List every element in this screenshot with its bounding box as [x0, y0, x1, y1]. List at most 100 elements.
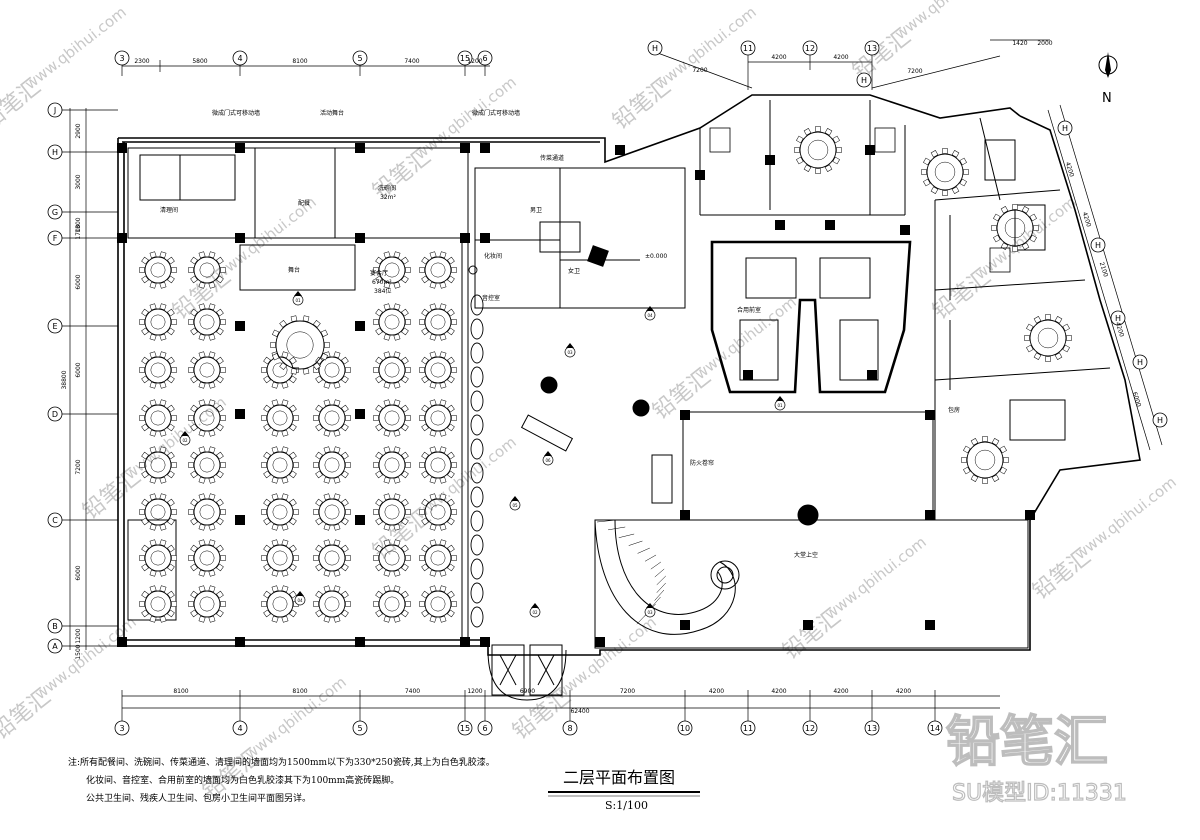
left-axis-bubble: D: [47, 406, 63, 422]
banquet-table: [261, 539, 299, 577]
note-line-1: 注:所有配餐间、洗碗间、传菜通道、清理间的墙面均为1500mm以下为330*25…: [68, 756, 495, 768]
banquet-table: [419, 539, 457, 577]
watermark-url: www.qbihui.com: [1071, 473, 1179, 563]
column: [680, 410, 690, 420]
label-pantry: 配餐: [298, 199, 310, 207]
banquet-table: [373, 351, 411, 389]
note-line-3: 公共卫生间、残疾人卫生间、包房小卫生间平面图另详。: [86, 792, 311, 804]
banquet-table: [373, 539, 411, 577]
bottom-axis-bubble: 5: [352, 720, 368, 736]
top-axis-bubble-text: 4: [237, 54, 242, 63]
column: [695, 170, 705, 180]
bottom-dimension: 4200: [709, 688, 724, 695]
watermark-brand: 铅笔汇: [368, 144, 435, 204]
left-axis-bubble: E: [47, 318, 63, 334]
label-men-wc: 男卫: [530, 207, 542, 214]
column: [117, 143, 127, 153]
label-private-room: 包房: [948, 406, 960, 414]
banquet-table: [313, 539, 351, 577]
label-stage-movable: 活动舞台: [320, 109, 344, 117]
room-labels: 微成门式可移动墙 活动舞台 微成门式可移动墙 配餐 洗碗间 32m² 传菜通道 …: [160, 109, 960, 559]
top-axis-bubble: 5: [352, 50, 368, 66]
top-right-axis-bubble: 11: [740, 40, 756, 56]
bottom-dimension-chain: [122, 695, 1000, 709]
banquet-table: [261, 399, 299, 437]
structural-columns: [117, 143, 1035, 647]
bottom-axis-bubble-text: 14: [930, 724, 940, 733]
top-right-axis-bubble: 12: [802, 40, 818, 56]
column: [900, 225, 910, 235]
top-dimension: 1200: [467, 58, 482, 65]
column: [1025, 510, 1035, 520]
elevation-marker: 05: [509, 496, 521, 511]
top-right-axis-bubble-text: H: [861, 76, 867, 85]
spiral-staircase: [594, 519, 740, 635]
bottom-axis-bubble-text: 4: [237, 724, 242, 733]
banquet-tables: [139, 251, 457, 623]
banquet-table: [139, 399, 177, 437]
banquet-table: [188, 446, 226, 484]
column: [235, 233, 245, 243]
bottom-axis-bubble: 4: [232, 720, 248, 736]
left-axis-bubble-text: B: [52, 622, 58, 631]
stair-step: [656, 575, 666, 586]
divider-light: [470, 606, 484, 628]
top-dimension: 5800: [192, 58, 207, 65]
drawing-scale: S:1/100: [605, 799, 648, 812]
north-arrow: N: [1098, 52, 1118, 106]
column: [480, 637, 490, 647]
private-room-table: [921, 148, 969, 196]
left-axis-bubble: A: [47, 638, 63, 654]
banquet-table: [373, 399, 411, 437]
column: [117, 233, 127, 243]
elevation-marker-text: 02: [532, 610, 538, 615]
bottom-axis-bubble-text: 8: [567, 724, 572, 733]
revolving-doors: [468, 265, 484, 628]
private-room-tables: [709, 126, 1072, 484]
watermark-url: www.qbihui.com: [21, 3, 129, 93]
divider-light: [470, 390, 484, 412]
title-block: 二层平面布置图 S:1/100: [548, 768, 700, 812]
banquet-table: [419, 493, 457, 531]
left-dimension: 1200: [75, 628, 82, 643]
general-notes: 注:所有配餐间、洗碗间、传菜通道、清理间的墙面均为1500mm以下为330*25…: [68, 756, 495, 804]
bottom-dimension: 4200: [771, 688, 786, 695]
watermark-url: www.qbihui.com: [821, 533, 929, 623]
right-dimension: 2100: [1098, 261, 1109, 278]
banquet-table: [139, 351, 177, 389]
top-right-axis-bubble: H: [856, 72, 872, 88]
divider-light: [470, 558, 484, 580]
divider-light: [470, 294, 484, 316]
label-women-wc: 女卫: [568, 267, 580, 275]
watermark-url: www.qbihui.com: [971, 193, 1079, 283]
label-folding-door-left: 微成门式可移动墙: [212, 109, 260, 117]
bottom-axis-bubble: 10: [677, 720, 693, 736]
elevation-marker-text: 01: [777, 403, 783, 408]
right-axis-bubble: H: [1090, 237, 1106, 253]
elevation-marker: 04: [644, 306, 656, 321]
model-id: SU模型ID:11331: [952, 781, 1127, 806]
column: [355, 637, 365, 647]
elevation-marker: 04: [294, 591, 306, 606]
watermark-brand: 铅笔汇: [1028, 544, 1095, 604]
label-banquet-hall: 宴会厅: [370, 269, 388, 277]
divider-light: [470, 486, 484, 508]
bottom-axis-bubble: 12: [802, 720, 818, 736]
banquet-table: [139, 251, 177, 289]
bottom-axis-bubble-text: 10: [680, 724, 690, 733]
right-axis-bubble: H: [1152, 412, 1168, 428]
column: [355, 233, 365, 243]
stair-step: [656, 582, 666, 593]
column: [235, 409, 245, 419]
label-dish-wash: 洗碗间: [378, 184, 396, 192]
left-axis-bubble-text: C: [52, 516, 58, 525]
column: [825, 220, 835, 230]
right-axis-bubble-text: H: [1062, 124, 1068, 133]
column: [480, 143, 490, 153]
divider-light: [470, 582, 484, 604]
elevation-marker: 03: [564, 343, 576, 358]
bottom-dimension: 1200: [467, 688, 482, 695]
